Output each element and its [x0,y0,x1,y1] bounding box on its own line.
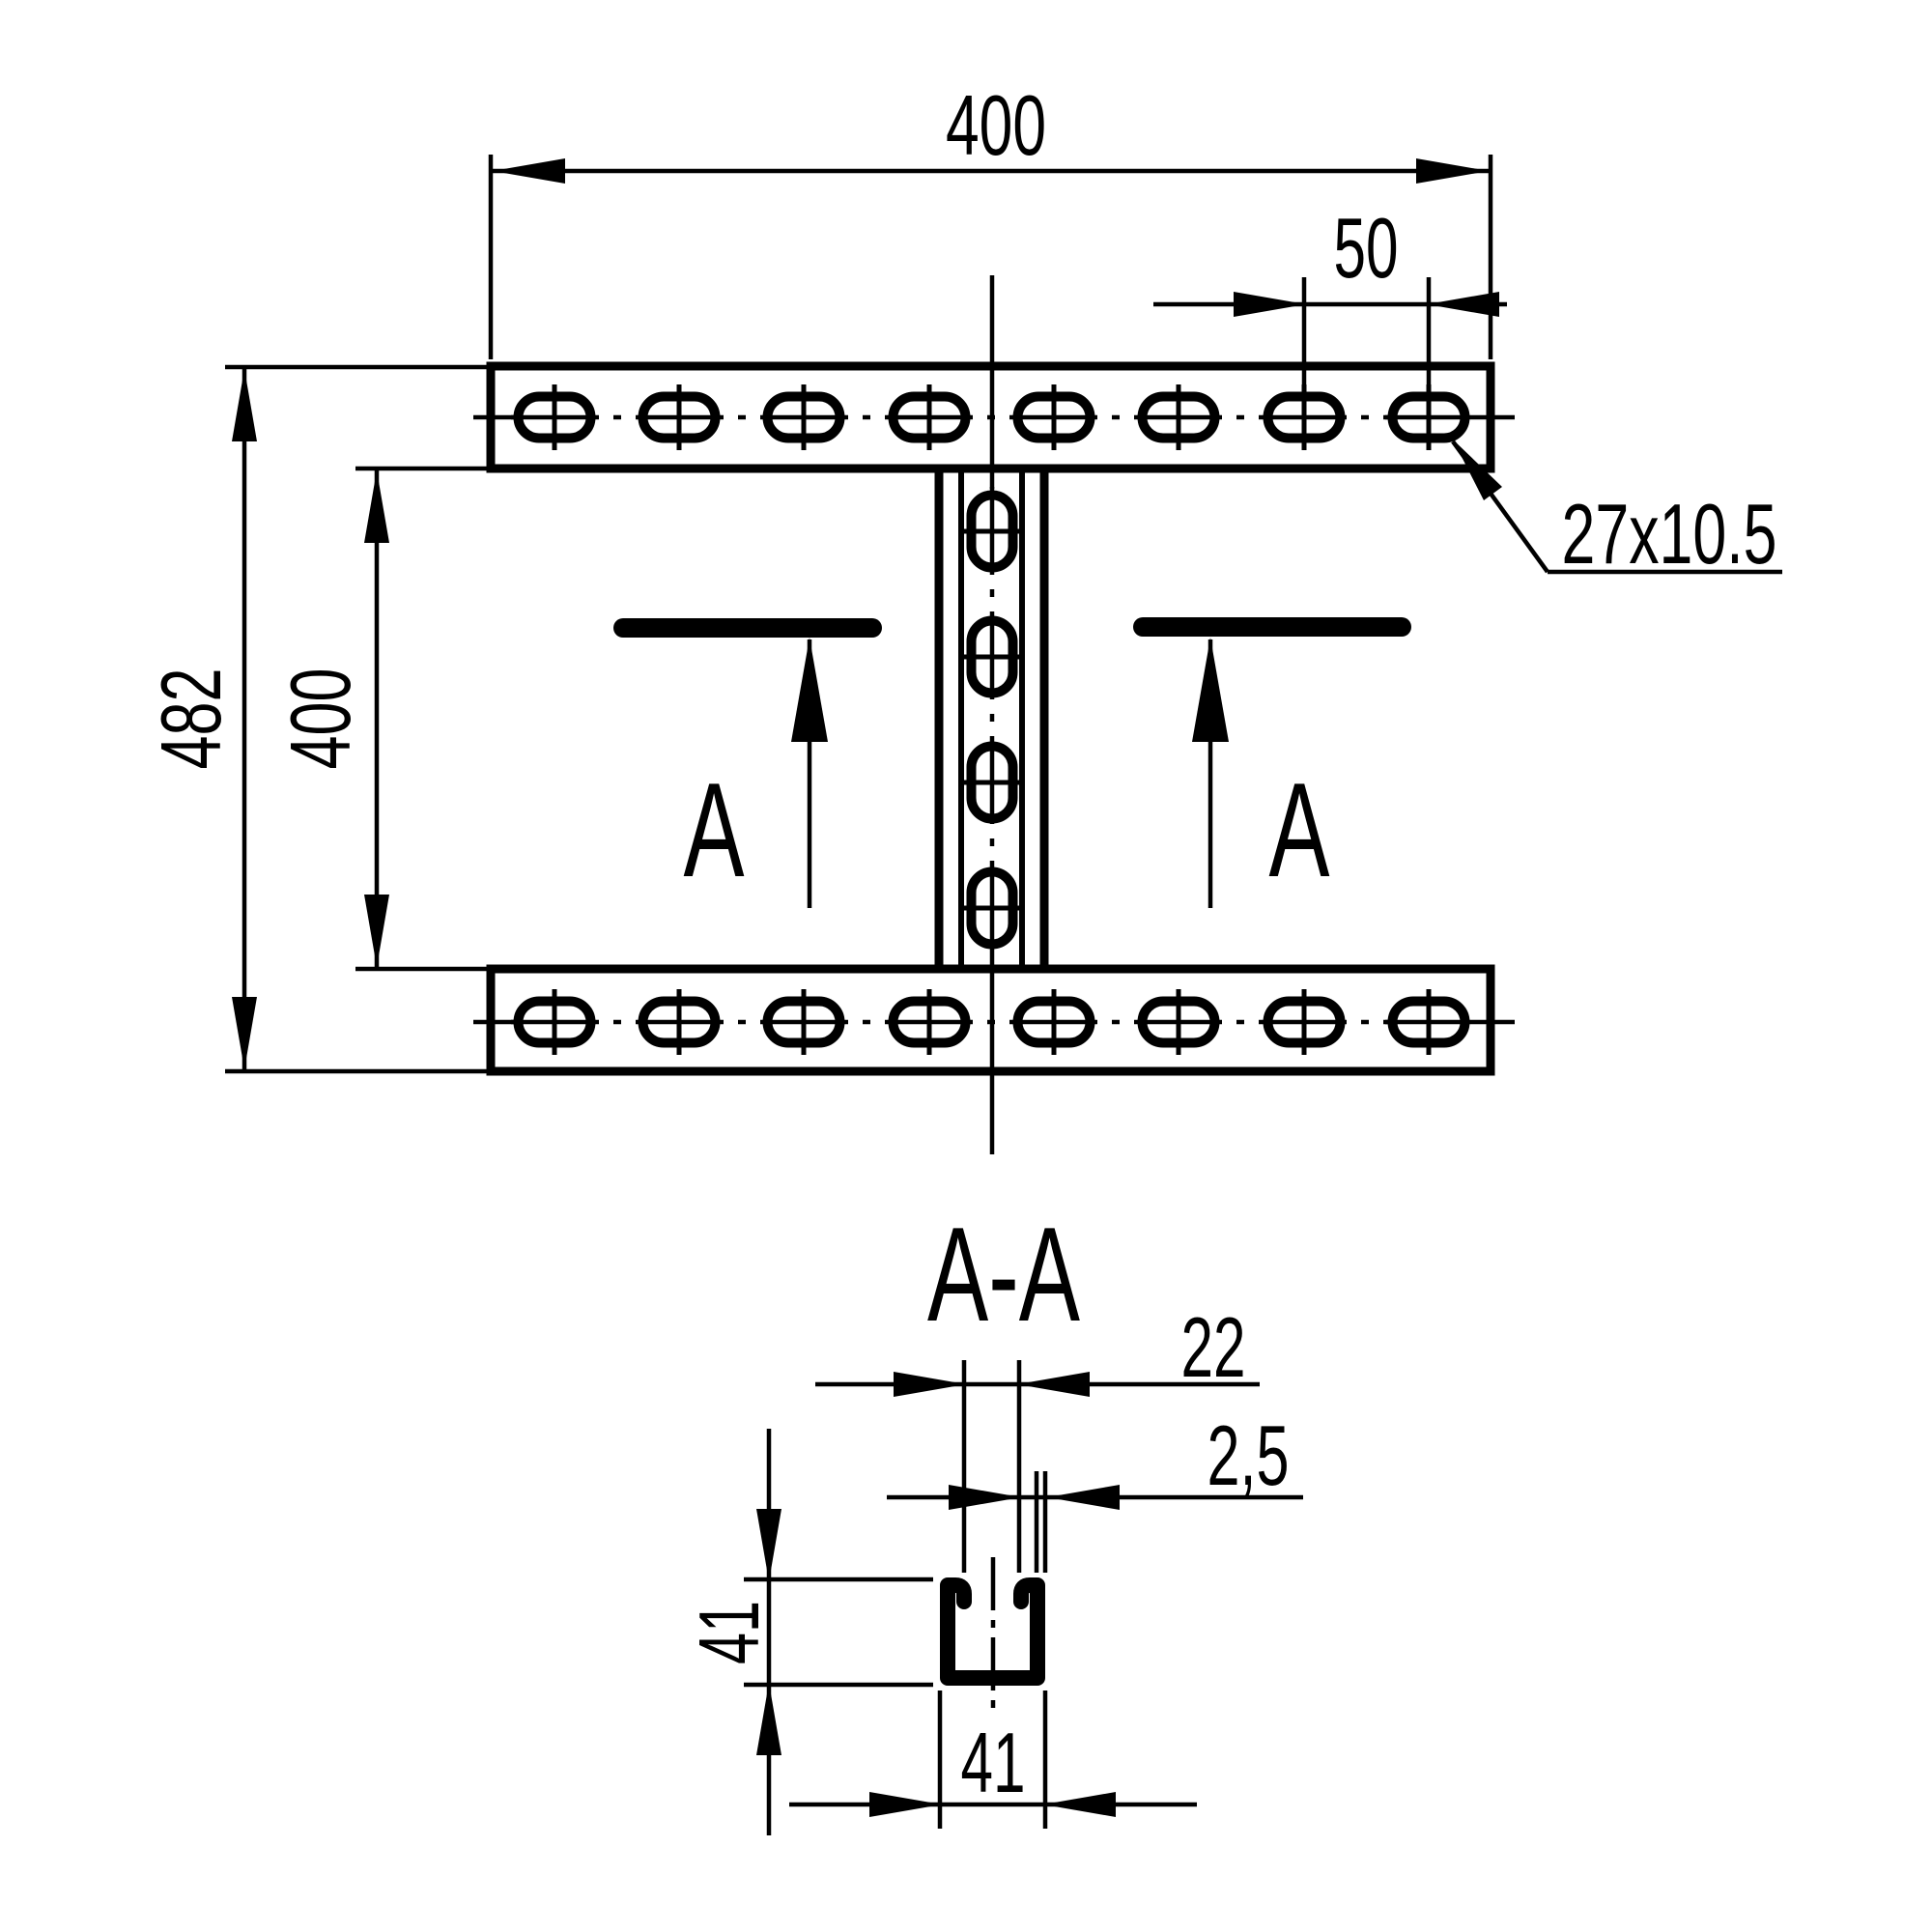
dim-inner-height: 400 [272,466,488,972]
dim-profile-width-label: 41 [961,1715,1026,1810]
arrowhead [1416,158,1489,184]
arrowhead [869,1792,942,1817]
arrowhead [949,1485,1021,1510]
slot-size-label: 27x10.5 [1562,486,1777,582]
slot-size-callout: 27x10.5 [1451,440,1782,582]
dim-overall-width-label: 400 [946,77,1046,173]
arrowhead [493,158,565,184]
leader-line [1451,440,1549,574]
section-view: A-A 22 2,5 4 [681,1200,1303,1835]
section-arrowhead [1192,638,1229,742]
strut-column [934,469,1049,969]
arrowhead [756,1683,781,1755]
dim-slot-pitch: 50 [1153,200,1507,386]
dim-opening-width: 22 [815,1299,1260,1573]
dim-profile-height-label: 41 [681,1601,777,1664]
arrowhead [364,895,389,967]
dim-wall-thickness: 2,5 [887,1407,1303,1573]
dim-opening-width-label: 22 [1181,1299,1246,1395]
plan-view: 400 50 482 400 [143,77,1782,1154]
arrowhead [1234,292,1306,317]
dim-profile-height: 41 [681,1429,933,1835]
section-cut-left: A [613,618,882,908]
arrowhead [1047,1485,1120,1510]
dim-profile-width: 41 [789,1690,1197,1829]
section-cut-right: A [1133,617,1411,908]
dim-overall-width: 400 [488,77,1493,359]
section-title: A-A [927,1200,1080,1350]
arrowhead [232,369,257,441]
arrowhead [232,997,257,1069]
dim-inner-height-label: 400 [272,668,368,770]
arrowhead [1017,1372,1090,1397]
section-label-right: A [1269,755,1330,905]
arrowhead [364,470,389,543]
arrowhead [894,1372,966,1397]
arrowhead [1427,292,1499,317]
section-arrowhead [791,638,828,742]
dim-slot-pitch-label: 50 [1334,200,1399,296]
centerlines [473,275,1515,1154]
dim-overall-height: 482 [143,364,488,1074]
dim-overall-height-label: 482 [143,668,239,770]
section-label-left: A [684,755,745,905]
arrowhead [756,1509,781,1581]
dim-wall-thickness-label: 2,5 [1208,1407,1290,1503]
arrowhead [1043,1792,1116,1817]
